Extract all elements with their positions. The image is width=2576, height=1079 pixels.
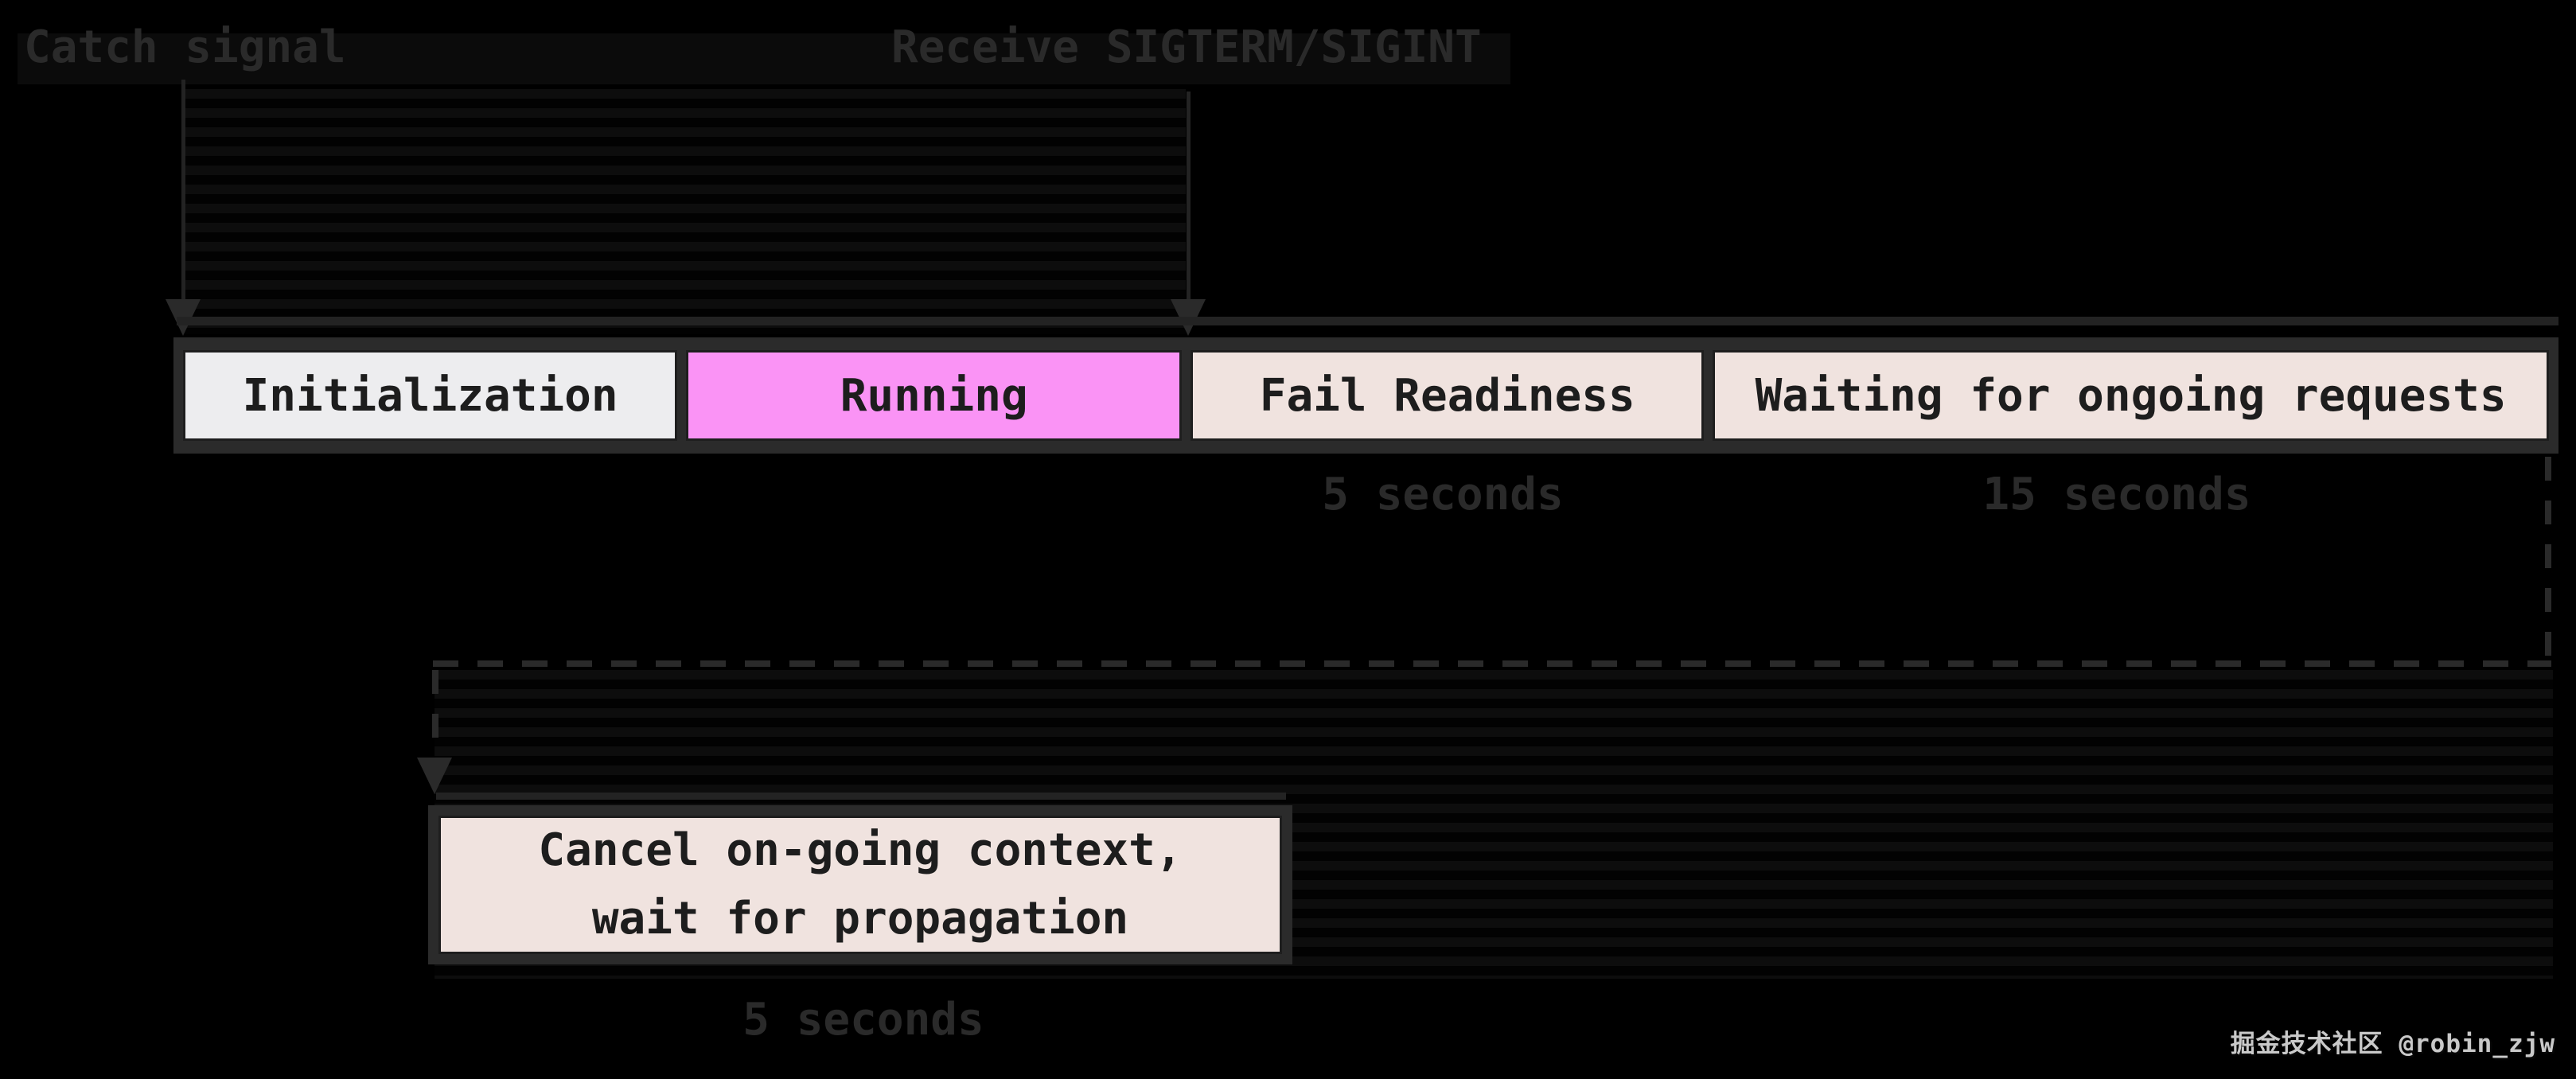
segment-label: Fail Readiness xyxy=(1259,369,1635,422)
dashed-connector-horizontal xyxy=(433,660,2551,667)
segment-running: Running xyxy=(686,350,1183,441)
segment-fail-readiness: Fail Readiness xyxy=(1191,350,1705,441)
bar-top-outline xyxy=(177,317,2558,325)
timeline-bar: Initialization Running Fail Readiness Wa… xyxy=(173,337,2558,454)
segment-waiting-requests: Waiting for ongoing requests xyxy=(1713,350,2549,441)
catch-signal-connector-line xyxy=(181,80,185,304)
fail-readiness-duration-label: 5 seconds xyxy=(1322,469,1564,520)
segment-label: Initialization xyxy=(242,369,618,422)
catch-signal-label: Catch signal xyxy=(24,21,346,73)
segment-label: Running xyxy=(840,369,1028,422)
cancel-box-line1: Cancel on-going context, xyxy=(538,824,1183,876)
receive-signal-label: Receive SIGTERM/SIGINT xyxy=(891,21,1482,73)
running-period-band xyxy=(185,89,1186,334)
segment-label: Waiting for ongoing requests xyxy=(1755,369,2507,422)
watermark: 掘金技术社区 @robin_zjw xyxy=(2230,1030,2555,1058)
segment-initialization: Initialization xyxy=(183,350,678,441)
waiting-duration-label: 15 seconds xyxy=(1982,469,2251,520)
cancel-duration-label: 5 seconds xyxy=(742,994,984,1046)
arrow-down-icon xyxy=(417,758,452,794)
header-label-band xyxy=(18,33,1510,84)
dashed-connector-right-vertical xyxy=(2545,457,2551,665)
cancel-box-frame: Cancel on-going context, wait for propag… xyxy=(428,805,1292,964)
receive-signal-connector-line xyxy=(1187,92,1191,304)
cancel-box-top-outline xyxy=(436,793,1286,800)
dashed-connector-left-vertical xyxy=(432,670,438,756)
cancel-context-box: Cancel on-going context, wait for propag… xyxy=(438,816,1282,954)
cancel-box-line2: wait for propagation xyxy=(591,893,1129,945)
